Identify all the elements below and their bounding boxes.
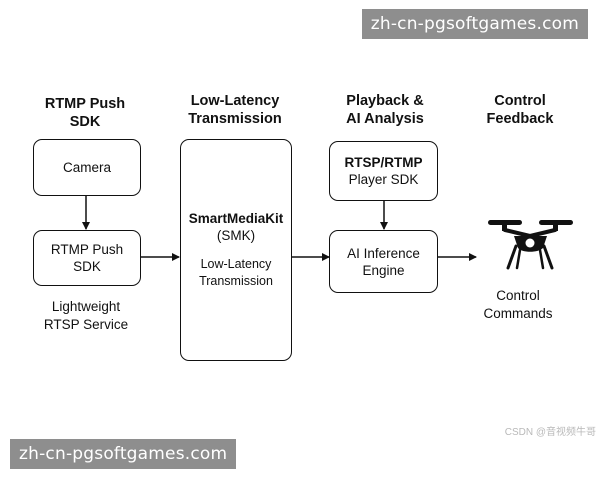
ai-inference-engine-box: AI Inference Engine <box>329 230 438 293</box>
box-label: (SMK) <box>216 228 256 243</box>
heading-playback-ai-analysis: Playback & AI Analysis <box>315 92 455 128</box>
csdn-credit: CSDN @音视频牛哥 <box>504 427 596 438</box>
heading-line: Low-Latency <box>190 93 280 109</box>
heading-line: AI Analysis <box>346 111 424 127</box>
caption-line: Lightweight <box>51 299 121 314</box>
rtmp-push-sdk-box: RTMP Push SDK <box>33 230 141 286</box>
box-label: Camera <box>62 160 111 175</box>
smart-media-kit-box: SmartMediaKit (SMK) Low-Latency Transmis… <box>180 139 292 361</box>
drone-icon <box>488 220 573 270</box>
caption-line: Control <box>496 288 540 303</box>
heading-line: Playback & <box>346 93 424 109</box>
box-label: Engine <box>362 262 405 278</box>
heading-line: Control <box>494 93 546 109</box>
box-label: SDK <box>73 259 101 274</box>
camera-box: Camera <box>33 139 141 196</box>
heading-rtmp-push-sdk: RTMP Push SDK <box>20 95 150 131</box>
box-title: RTSP/RTMP <box>344 155 423 170</box>
box-label: Transmission <box>199 274 273 288</box>
box-label: AI Inference <box>347 245 420 261</box>
heading-control-feedback: Control Feedback <box>450 92 590 128</box>
box-label: RTMP Push <box>50 242 124 257</box>
heading-low-latency-transmission: Low-Latency Transmission <box>165 92 305 128</box>
player-sdk-box: RTSP/RTMP Player SDK <box>329 141 438 201</box>
heading-line: RTMP Push <box>44 96 126 112</box>
box-title: SmartMediaKit <box>188 211 284 226</box>
caption-line: Commands <box>483 306 553 321</box>
control-commands-caption: Control Commands <box>458 287 578 323</box>
heading-line: SDK <box>69 114 101 130</box>
heading-line: Feedback <box>486 111 554 127</box>
heading-line: Transmission <box>188 111 282 127</box>
box-label: Player SDK <box>348 172 419 187</box>
watermark-bottom: zh-cn-pgsoftgames.com <box>10 439 237 469</box>
caption-line: RTSP Service <box>43 317 129 332</box>
lightweight-rtsp-service-caption: Lightweight RTSP Service <box>20 298 152 334</box>
box-label: Low-Latency <box>200 257 272 271</box>
watermark-top: zh-cn-pgsoftgames.com <box>361 9 588 39</box>
